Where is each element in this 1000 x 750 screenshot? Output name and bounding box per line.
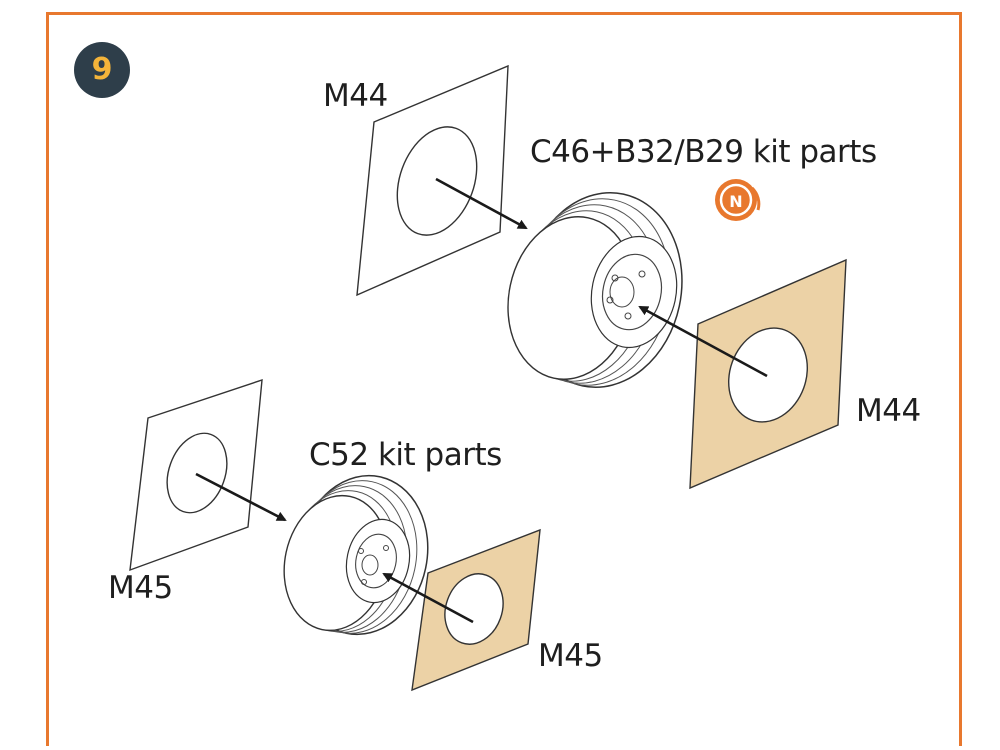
orange-circle-N-icon: N <box>715 179 761 221</box>
label-m45-outer: M45 <box>108 570 173 606</box>
mask-sheet-m44-inner <box>689 258 847 490</box>
arrow-m45-outer-to-wheel <box>195 472 287 522</box>
arrow-m44-outer-to-wheel <box>435 177 528 230</box>
nose-wheel <box>283 474 429 636</box>
step-number-badge: 9 <box>74 42 130 98</box>
main-wheel <box>507 192 683 388</box>
label-main-wheel-parts: C46+B32/B29 kit parts <box>530 134 877 170</box>
arrow-m45-inner-to-wheel <box>382 572 474 624</box>
label-m45-inner: M45 <box>538 638 603 674</box>
step-number: 9 <box>91 52 113 87</box>
label-nose-wheel-parts: C52 kit parts <box>309 437 502 473</box>
label-m44-inner: M44 <box>856 393 921 429</box>
arrow-m44-inner-to-wheel <box>638 305 768 378</box>
label-m44-outer: M44 <box>323 78 388 114</box>
step-frame <box>46 12 962 746</box>
mask-sheet-m45-inner <box>411 528 541 692</box>
svg-text:N: N <box>729 192 742 211</box>
